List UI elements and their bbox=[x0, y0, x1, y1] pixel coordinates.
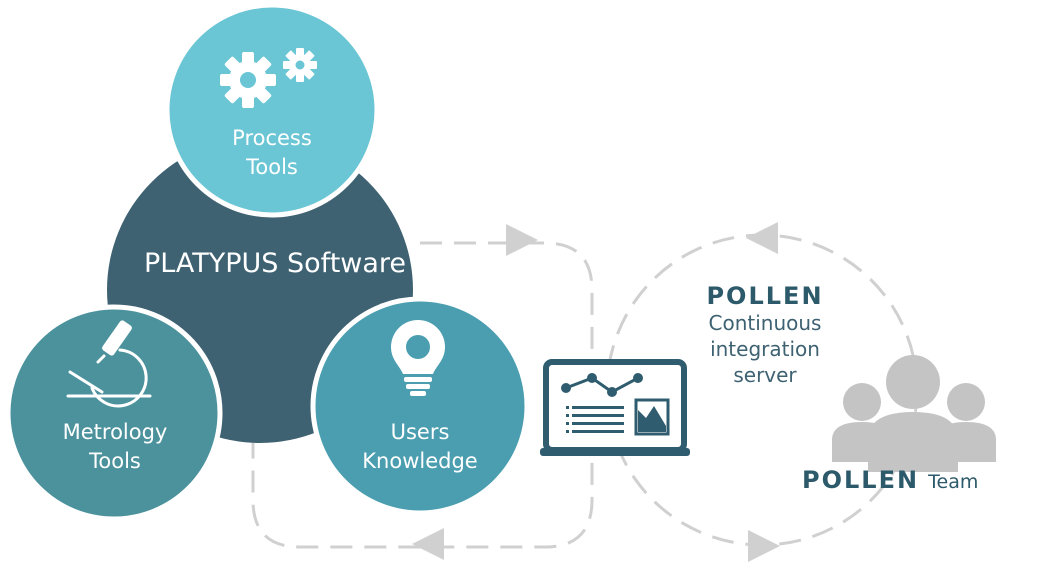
metrology-tools-label: Metrology Tools bbox=[40, 418, 190, 476]
dashed-loop-left bbox=[251, 241, 594, 549]
server-line1: Continuous bbox=[708, 311, 822, 335]
process-tools-label: Process Tools bbox=[202, 124, 342, 182]
gears-icon bbox=[220, 48, 317, 108]
pollen-team-label: POLLEN Team bbox=[802, 466, 1032, 494]
process-tools-circle bbox=[164, 2, 380, 218]
lightbulb-icon bbox=[391, 320, 445, 396]
users-knowledge-line2: Knowledge bbox=[362, 449, 478, 473]
microscope-icon bbox=[66, 320, 152, 408]
pollen-brand-logo: POLLEN bbox=[706, 282, 824, 310]
laptop-chart-icon bbox=[540, 359, 690, 456]
server-line3: server bbox=[733, 363, 797, 387]
platypus-software-title: PLATYPUS Software bbox=[143, 248, 407, 279]
users-knowledge-circle bbox=[310, 296, 530, 516]
metrology-tools-line2: Tools bbox=[89, 449, 141, 473]
arrow-right-top-icon bbox=[506, 224, 538, 256]
arrow-left-bottom-icon bbox=[412, 528, 444, 560]
pollen-team-brand-logo: POLLEN bbox=[802, 466, 920, 494]
metrology-tools-line1: Metrology bbox=[62, 420, 168, 444]
metrology-tools-circle bbox=[5, 304, 223, 522]
process-tools-line1: Process bbox=[232, 126, 312, 150]
arrow-left-top-icon bbox=[746, 222, 778, 254]
process-tools-line2: Tools bbox=[246, 155, 298, 179]
arrow-right-bottom-icon bbox=[748, 530, 780, 562]
users-knowledge-label: Users Knowledge bbox=[340, 418, 500, 476]
pollen-server-label: POLLEN Continuous integration server bbox=[670, 282, 860, 388]
people-group-icon bbox=[832, 355, 996, 472]
pollen-team-suffix: Team bbox=[928, 471, 979, 493]
users-knowledge-line1: Users bbox=[390, 420, 450, 444]
server-line2: integration bbox=[710, 337, 820, 361]
